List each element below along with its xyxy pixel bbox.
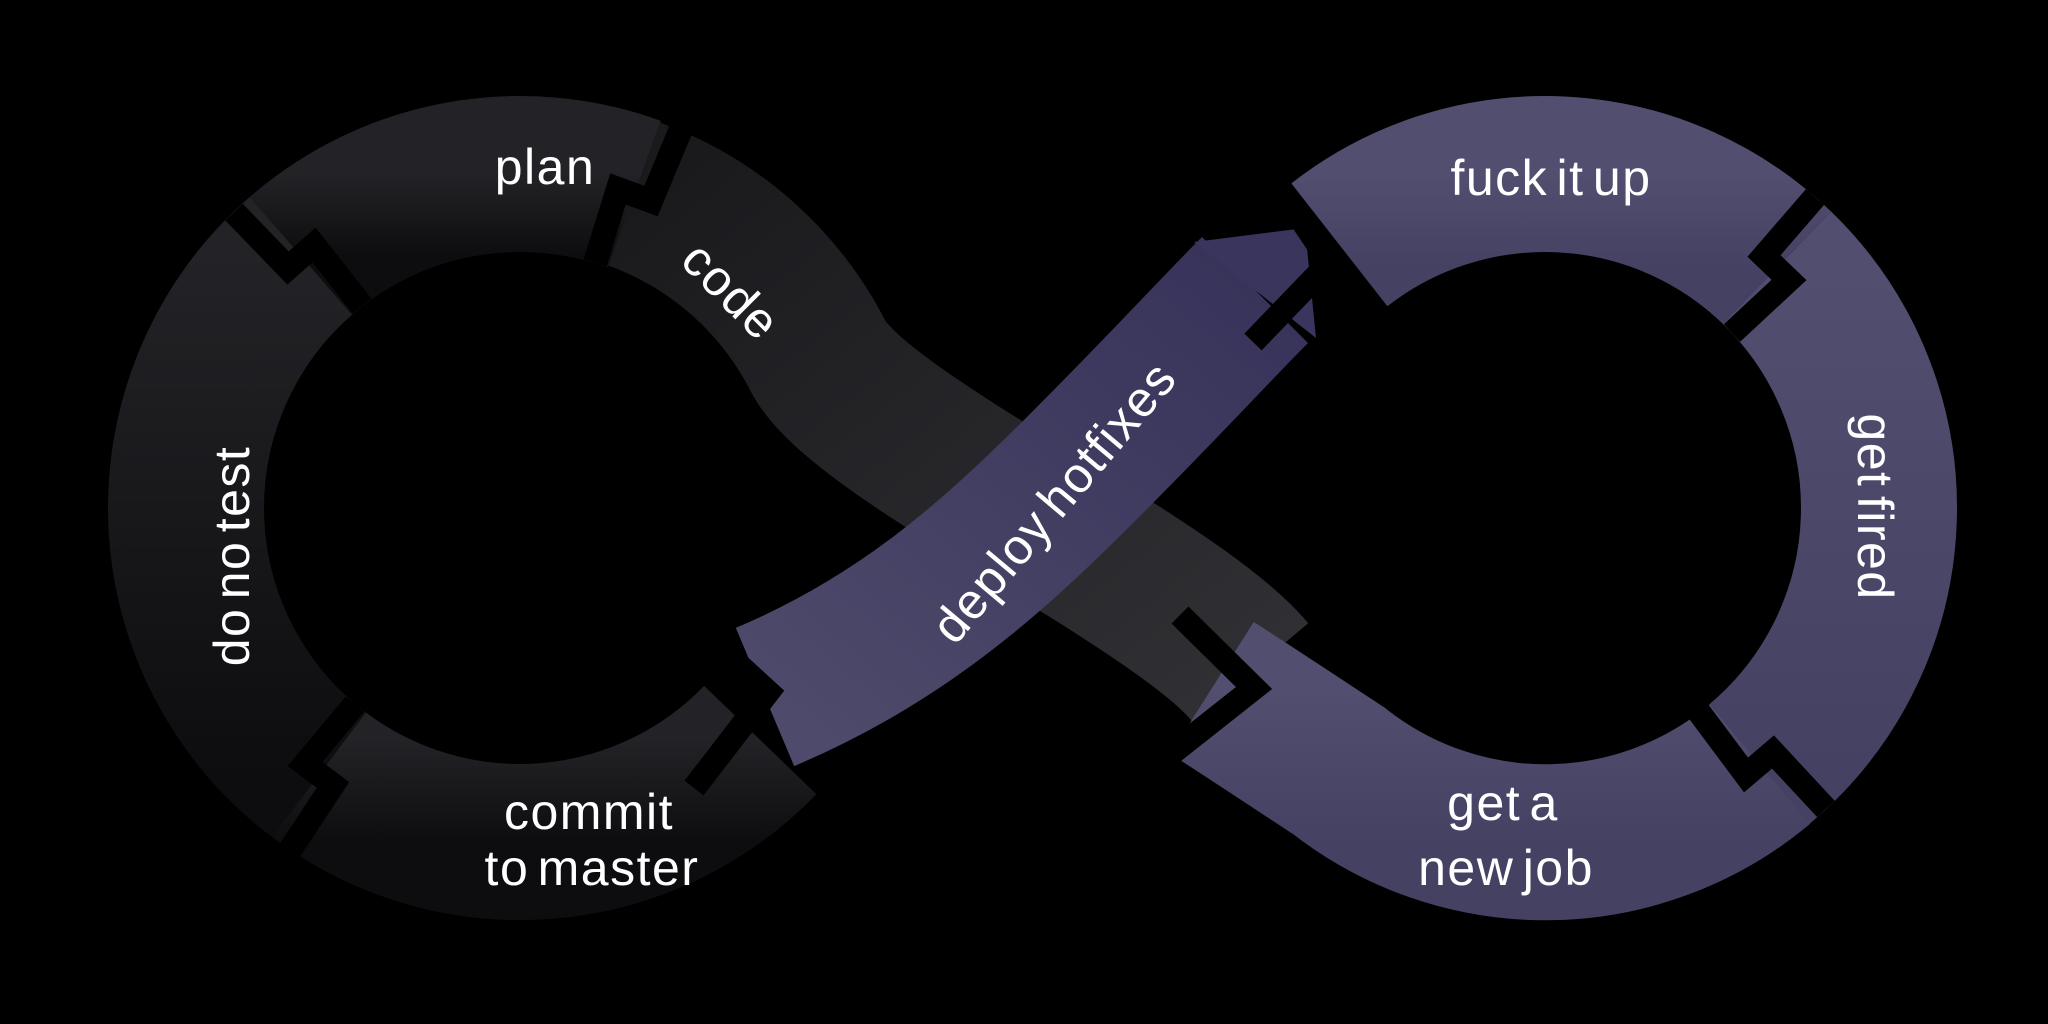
- label-fuck-it-up: fuck it up: [1450, 150, 1651, 206]
- cut-commit-deploy: [684, 619, 785, 796]
- segment-deploy-hotfixes: [735, 236, 1309, 767]
- cut-getfired-getanewjob: [1689, 704, 1835, 818]
- cut-donotest-plan: [225, 203, 372, 314]
- label-commit-to-master: to master: [485, 840, 700, 896]
- segment-get-fired: [1708, 211, 1957, 824]
- cut-plan-code: [583, 124, 693, 267]
- cut-commit-donotest: [279, 696, 365, 857]
- label-commit-to-master: commit: [504, 784, 674, 840]
- label-get-a-new-job: new job: [1418, 840, 1594, 896]
- cut-fuckitup-getfired: [1723, 189, 1825, 342]
- segment-plan: [249, 96, 661, 316]
- segment-code: [606, 122, 1309, 724]
- junction-step-cuts: [225, 124, 1835, 857]
- label-get-a-new-job: get a: [1447, 775, 1559, 831]
- label-get-fired: get fired: [1847, 413, 1903, 600]
- segment-do-no-test: [108, 197, 367, 837]
- segment-get-a-new-job: [1170, 622, 1811, 921]
- label-do-no-test: do no test: [204, 446, 260, 667]
- label-plan: plan: [495, 139, 596, 195]
- segment-fuck-it-up: [1291, 96, 1832, 325]
- cut-deploy-fuckitup: [1244, 163, 1346, 351]
- cut-code-getanewjob: [1160, 606, 1273, 766]
